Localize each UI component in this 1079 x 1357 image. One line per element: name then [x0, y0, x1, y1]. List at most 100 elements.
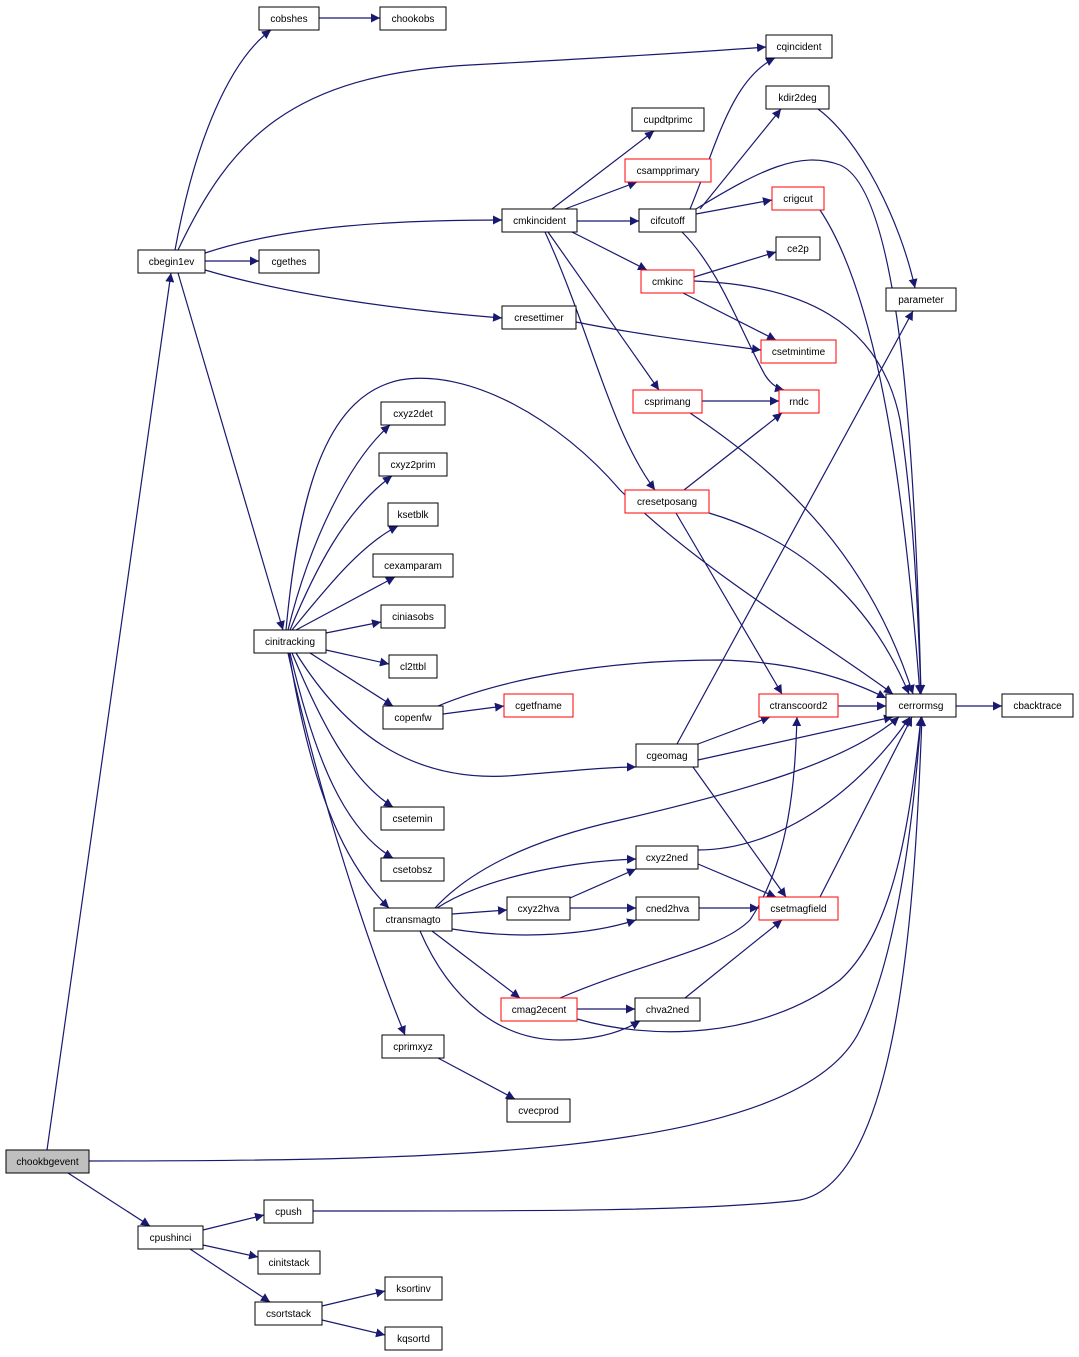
node-cerrormsg[interactable]: cerrormsg [885, 693, 957, 718]
node-box-cpush[interactable] [263, 1199, 314, 1224]
node-box-cinitracking[interactable] [253, 629, 327, 654]
node-box-parameter[interactable] [885, 287, 957, 312]
node-box-cerrormsg[interactable] [885, 693, 957, 718]
node-box-cxyz2prim[interactable] [378, 452, 448, 477]
node-parameter[interactable]: parameter [885, 287, 957, 312]
node-cmkinc[interactable]: cmkinc [640, 269, 695, 294]
node-box-csetmintime[interactable] [760, 339, 837, 364]
node-crigcut[interactable]: crigcut [771, 186, 825, 211]
node-box-cxyz2hva[interactable] [506, 896, 571, 921]
node-ciniasobs[interactable]: ciniasobs [380, 604, 446, 629]
node-cgeomag[interactable]: cgeomag [635, 743, 699, 768]
node-box-cobshes[interactable] [258, 6, 320, 31]
node-cmag2ecent[interactable]: cmag2ecent [500, 997, 578, 1022]
node-cxyz2det[interactable]: cxyz2det [380, 401, 446, 426]
node-chookobs[interactable]: chookobs [379, 6, 447, 31]
node-box-cvecprod[interactable] [506, 1098, 571, 1123]
node-box-cpushinci[interactable] [137, 1225, 204, 1250]
node-csprimang[interactable]: csprimang [632, 389, 703, 414]
node-box-ksetblk[interactable] [387, 502, 439, 527]
node-box-csampprimary[interactable] [624, 158, 712, 183]
node-rndc[interactable]: rndc [778, 389, 820, 414]
node-box-cprimxyz[interactable] [381, 1034, 445, 1059]
node-cqincident[interactable]: cqincident [765, 34, 833, 59]
node-box-cbacktrace[interactable] [1001, 693, 1074, 718]
node-cexamparam[interactable]: cexamparam [372, 553, 454, 578]
node-cgetfname[interactable]: cgetfname [503, 693, 574, 718]
node-box-cmkincident[interactable] [501, 208, 578, 233]
node-box-cresetposang[interactable] [624, 489, 710, 514]
node-box-csetmagfield[interactable] [758, 896, 839, 921]
node-csetmintime[interactable]: csetmintime [760, 339, 837, 364]
node-box-chookbgevent[interactable] [5, 1149, 90, 1174]
node-box-csprimang[interactable] [632, 389, 703, 414]
node-box-ciniasobs[interactable] [380, 604, 446, 629]
node-box-chva2ned[interactable] [634, 997, 701, 1022]
node-csetobsz[interactable]: csetobsz [380, 857, 445, 882]
node-csampprimary[interactable]: csampprimary [624, 158, 712, 183]
node-copenfw[interactable]: copenfw [382, 705, 444, 730]
node-cbacktrace[interactable]: cbacktrace [1001, 693, 1074, 718]
node-box-rndc[interactable] [778, 389, 820, 414]
node-chookbgevent[interactable]: chookbgevent [5, 1149, 90, 1174]
node-cresetposang[interactable]: cresetposang [624, 489, 710, 514]
node-box-cgeomag[interactable] [635, 743, 699, 768]
node-kqsortd[interactable]: kqsortd [384, 1326, 443, 1351]
node-ksortinv[interactable]: ksortinv [384, 1276, 443, 1301]
node-cgethes[interactable]: cgethes [258, 249, 320, 274]
node-ctranscoord2[interactable]: ctranscoord2 [758, 693, 839, 718]
node-cupdtprimc[interactable]: cupdtprimc [631, 107, 705, 132]
node-box-cmkinc[interactable] [640, 269, 695, 294]
node-box-ctranscoord2[interactable] [758, 693, 839, 718]
node-cpush[interactable]: cpush [263, 1199, 314, 1224]
node-ctransmagto[interactable]: ctransmagto [373, 907, 453, 932]
node-cvecprod[interactable]: cvecprod [506, 1098, 571, 1123]
node-box-csortstack[interactable] [254, 1301, 323, 1326]
node-box-cxyz2ned[interactable] [635, 845, 699, 870]
node-box-csetobsz[interactable] [380, 857, 445, 882]
node-box-chookobs[interactable] [379, 6, 447, 31]
node-box-cmag2ecent[interactable] [500, 997, 578, 1022]
node-box-kqsortd[interactable] [384, 1326, 443, 1351]
node-box-ksortinv[interactable] [384, 1276, 443, 1301]
node-cprimxyz[interactable]: cprimxyz [381, 1034, 445, 1059]
node-cxyz2hva[interactable]: cxyz2hva [506, 896, 571, 921]
node-box-cqincident[interactable] [765, 34, 833, 59]
node-box-csetemin[interactable] [380, 806, 445, 831]
node-box-cl2ttbl[interactable] [388, 654, 438, 679]
node-box-copenfw[interactable] [382, 705, 444, 730]
node-box-cexamparam[interactable] [372, 553, 454, 578]
node-cxyz2ned[interactable]: cxyz2ned [635, 845, 699, 870]
node-cobshes[interactable]: cobshes [258, 6, 320, 31]
node-cned2hva[interactable]: cned2hva [635, 896, 700, 921]
node-box-cgetfname[interactable] [503, 693, 574, 718]
node-ce2p[interactable]: ce2p [775, 236, 821, 261]
node-cxyz2prim[interactable]: cxyz2prim [378, 452, 448, 477]
node-box-cupdtprimc[interactable] [631, 107, 705, 132]
node-cinitstack[interactable]: cinitstack [257, 1250, 321, 1275]
node-csetemin[interactable]: csetemin [380, 806, 445, 831]
node-cifcutoff[interactable]: cifcutoff [638, 208, 697, 233]
node-cbegin1ev[interactable]: cbegin1ev [137, 249, 206, 274]
node-box-cinitstack[interactable] [257, 1250, 321, 1275]
node-box-cresettimer[interactable] [501, 305, 577, 330]
node-box-cbegin1ev[interactable] [137, 249, 206, 274]
node-cl2ttbl[interactable]: cl2ttbl [388, 654, 438, 679]
node-chva2ned[interactable]: chva2ned [634, 997, 701, 1022]
node-box-cned2hva[interactable] [635, 896, 700, 921]
node-box-cxyz2det[interactable] [380, 401, 446, 426]
node-box-ctransmagto[interactable] [373, 907, 453, 932]
node-box-cgethes[interactable] [258, 249, 320, 274]
node-box-ce2p[interactable] [775, 236, 821, 261]
node-ksetblk[interactable]: ksetblk [387, 502, 439, 527]
node-cresettimer[interactable]: cresettimer [501, 305, 577, 330]
node-csetmagfield[interactable]: csetmagfield [758, 896, 839, 921]
node-kdir2deg[interactable]: kdir2deg [765, 85, 830, 110]
node-cinitracking[interactable]: cinitracking [253, 629, 327, 654]
node-box-kdir2deg[interactable] [765, 85, 830, 110]
node-cmkincident[interactable]: cmkincident [501, 208, 578, 233]
node-box-crigcut[interactable] [771, 186, 825, 211]
node-cpushinci[interactable]: cpushinci [137, 1225, 204, 1250]
node-csortstack[interactable]: csortstack [254, 1301, 323, 1326]
node-box-cifcutoff[interactable] [638, 208, 697, 233]
